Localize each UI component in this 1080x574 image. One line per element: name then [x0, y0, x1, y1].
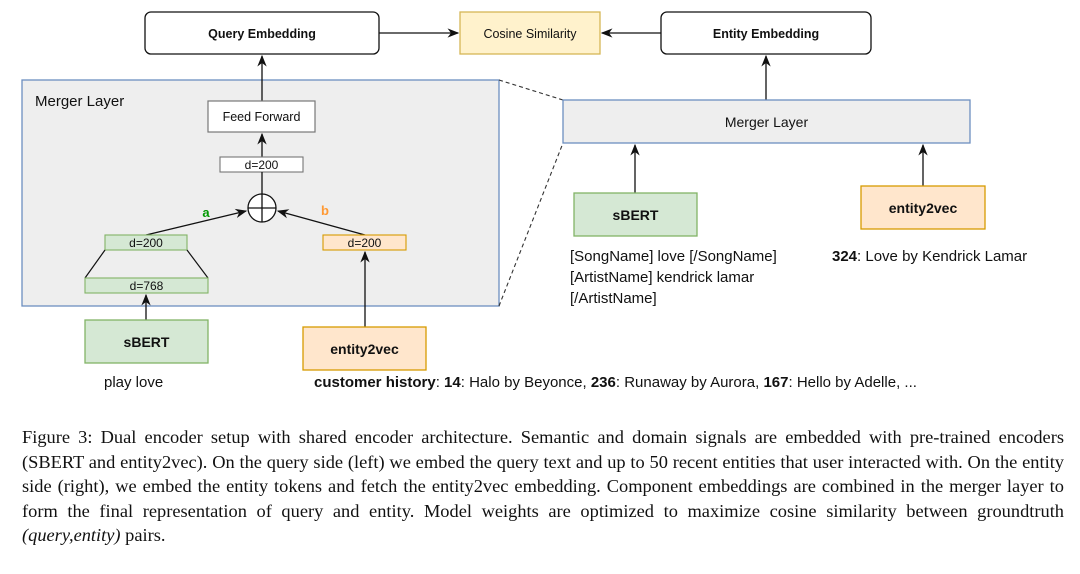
entity-token-line: [SongName] love [/SongName] [570, 248, 777, 265]
left-entity2vec-label: entity2vec [330, 341, 399, 357]
history-id-2: 167 [763, 374, 789, 391]
history-label: customer history [314, 374, 436, 391]
right-entity2vec-label: entity2vec [889, 200, 958, 216]
sbert-proj-dim-label: d=200 [129, 236, 163, 250]
caption-suffix: pairs. [120, 525, 166, 545]
plus-operator-icon [247, 193, 277, 223]
entity-id-text: 324: Love by Kendrick Lamar [832, 248, 1028, 265]
right-merger-node: Merger Layer [562, 99, 971, 144]
cosine-similarity-node: Cosine Similarity [459, 11, 601, 55]
history-item-2: Hello by Adelle [796, 374, 897, 391]
entity-embedding-node: Entity Embedding [660, 11, 872, 55]
zoom-line-bottom [498, 142, 564, 307]
sbert-dim-label: d=768 [130, 279, 164, 293]
entity-name: Love by Kendrick Lamar [865, 248, 1028, 265]
branch-b-label: b [321, 203, 329, 218]
left-entity2vec-node: entity2vec [302, 326, 427, 371]
feed-forward-label: Feed Forward [223, 110, 301, 124]
entity-embedding-label: Entity Embedding [713, 27, 819, 41]
entity-id: 324 [832, 248, 858, 265]
entity-dim-label: d=200 [348, 236, 382, 250]
merged-dim-node: d=200 [219, 156, 304, 173]
history-item-1: Runaway by Aurora [624, 374, 756, 391]
history-item-0: Halo by Beyonce [469, 374, 583, 391]
sbert-dim-node: d=768 [84, 277, 209, 294]
entity-token-line: [/ArtistName] [570, 290, 657, 307]
entity-token-line: [ArtistName] kendrick lamar [570, 269, 755, 286]
query-embedding-node: Query Embedding [144, 11, 380, 55]
projection-right-edge [186, 249, 209, 279]
feed-forward-node: Feed Forward [207, 100, 316, 133]
branch-b-arrow [276, 209, 366, 236]
query-text: play love [104, 374, 164, 391]
zoom-line-top [498, 79, 564, 101]
left-sbert-label: sBERT [124, 334, 170, 350]
left-merger-title: Merger Layer [35, 93, 124, 110]
query-embedding-label: Query Embedding [208, 27, 316, 41]
cosine-similarity-label: Cosine Similarity [483, 27, 577, 41]
merged-dim-label: d=200 [245, 158, 279, 172]
caption-text: Figure 3: Dual encoder setup with shared… [22, 427, 1064, 521]
entity-tokens: [SongName] love [/SongName] [ArtistName]… [570, 246, 777, 309]
projection-left-edge [84, 249, 106, 279]
right-sbert-label: sBERT [613, 207, 659, 223]
caption-italic: (query,entity) [22, 525, 121, 545]
sbert-proj-dim-node: d=200 [104, 234, 188, 251]
entity-dim-node: d=200 [322, 234, 407, 251]
history-id-1: 236 [590, 374, 616, 391]
history-id-0: 14 [444, 374, 461, 391]
customer-history: customer history: 14: Halo by Beyonce, 2… [314, 374, 917, 391]
right-merger-label: Merger Layer [725, 114, 809, 130]
figure-caption: Figure 3: Dual encoder setup with shared… [22, 425, 1064, 548]
branch-a-arrow [145, 208, 248, 236]
dual-encoder-diagram: Query Embedding Cosine Similarity Entity… [21, 11, 986, 371]
history-ellipsis: ... [904, 374, 917, 391]
right-entity2vec-node: entity2vec [860, 185, 986, 230]
left-sbert-node: sBERT [84, 319, 209, 364]
right-sbert-node: sBERT [573, 192, 698, 237]
branch-a-label: a [202, 205, 210, 220]
